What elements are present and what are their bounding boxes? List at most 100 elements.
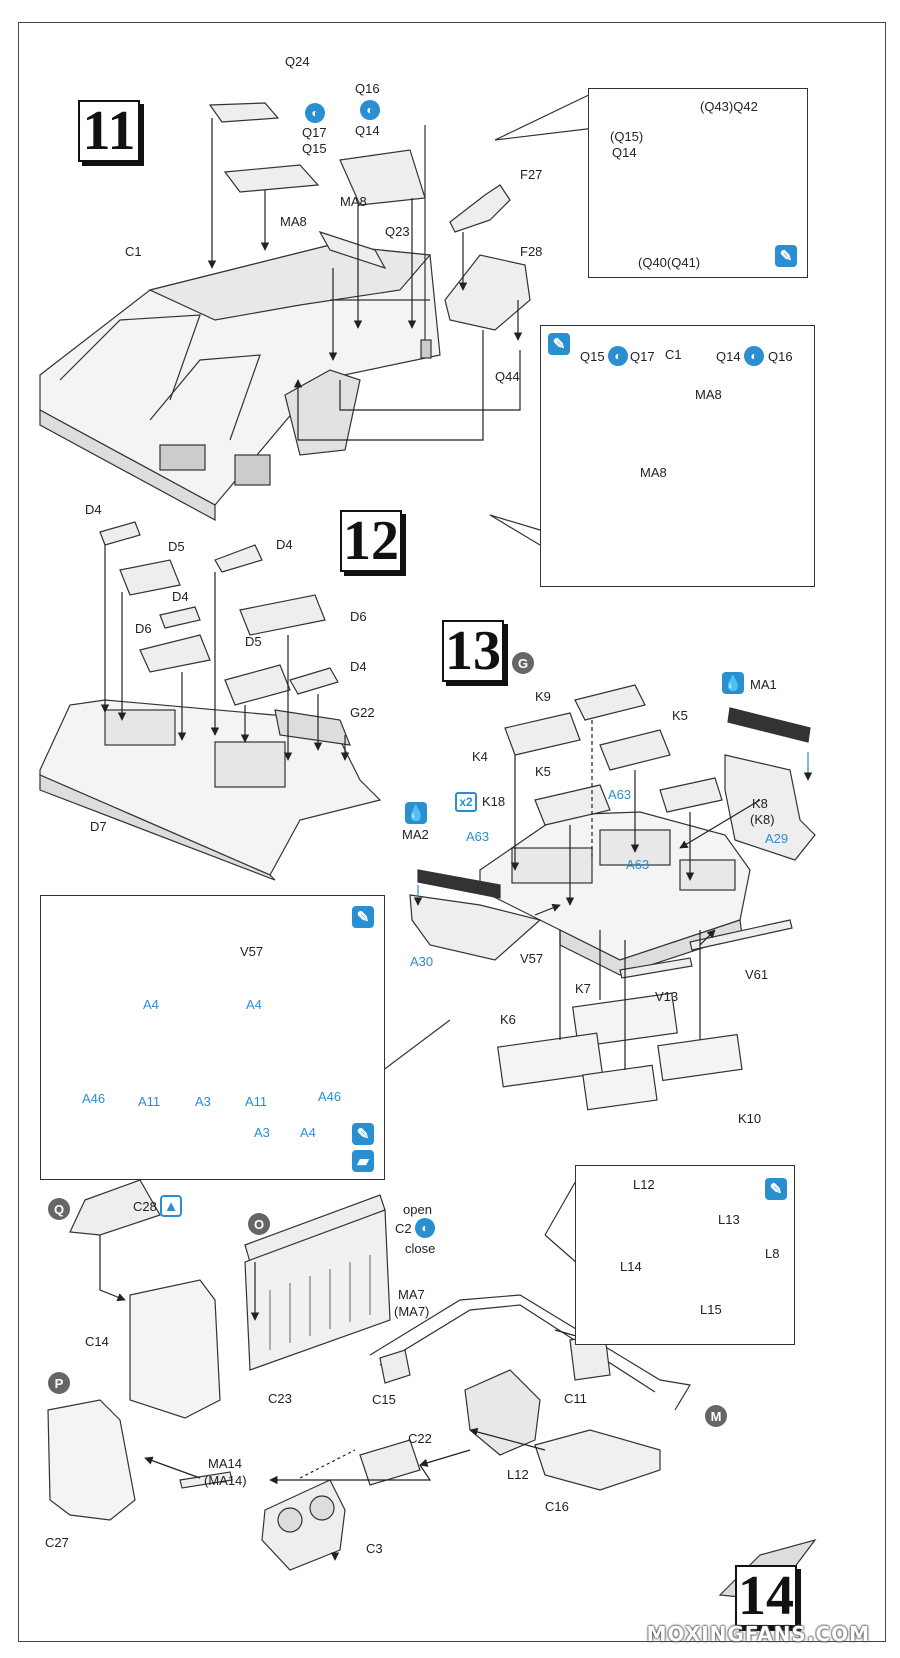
label-ma7: MA7 xyxy=(398,1287,425,1302)
label-ma14-paren: (MA14) xyxy=(204,1473,247,1488)
label-a3-b: A3 xyxy=(254,1125,270,1140)
label-a4-c: A4 xyxy=(300,1125,316,1140)
set-icon-q17: ◐ xyxy=(305,103,325,123)
set-icon-c2: ◐ xyxy=(415,1218,435,1238)
label-q14-inner: Q14 xyxy=(716,349,741,364)
step14-detail-box xyxy=(575,1165,795,1345)
label-l14: L14 xyxy=(620,1259,642,1274)
part-f27-drawing xyxy=(449,184,511,233)
step-number-14: 14 xyxy=(735,1565,797,1627)
label-ma2: MA2 xyxy=(402,827,429,842)
part-c14-drawing xyxy=(129,1279,221,1419)
label-q23: Q23 xyxy=(385,224,410,239)
label-q40q41: (Q40(Q41) xyxy=(638,255,701,270)
part-f28-drawing xyxy=(444,254,531,331)
label-q17: Q17 xyxy=(302,125,327,140)
label-a63-c: A63 xyxy=(626,857,650,872)
label-c1-inner: C1 xyxy=(665,347,682,362)
part-q24-drawing xyxy=(208,102,280,123)
part-d5a-drawing xyxy=(119,559,181,596)
label-q15: Q15 xyxy=(302,141,327,156)
label-ma8-right: MA8 xyxy=(340,194,367,209)
label-v57-detail: V57 xyxy=(240,944,264,959)
set-icon-q16: ◐ xyxy=(360,100,380,120)
wash-icon-ma1: 💧 xyxy=(722,672,744,694)
part-d6a-drawing xyxy=(139,634,211,673)
label-ma14: MA14 xyxy=(208,1456,242,1471)
part-ma1-drawing xyxy=(727,707,811,743)
label-a3-a: A3 xyxy=(195,1094,211,1109)
label-k9: K9 xyxy=(535,689,551,704)
label-a11-b: A11 xyxy=(245,1094,268,1109)
label-a63-a: A63 xyxy=(608,787,632,802)
step11-detail-top-box xyxy=(588,88,808,278)
paint-icon-detail-top: ✎ xyxy=(775,245,797,267)
part-d4b-drawing xyxy=(214,544,263,573)
label-q17-inner: Q17 xyxy=(630,349,655,364)
label-d7: D7 xyxy=(90,819,107,834)
quantity-x2-badge: x2 xyxy=(455,792,477,812)
label-q14-detail: Q14 xyxy=(612,145,637,160)
label-c1: C1 xyxy=(125,244,142,259)
label-q15-paren: (Q15) xyxy=(610,129,644,144)
label-k8: K8 xyxy=(752,796,768,811)
label-ma1: MA1 xyxy=(750,677,777,692)
part-d4a-drawing xyxy=(99,521,141,546)
hull-d7-drawing xyxy=(39,699,382,881)
part-k5a-drawing xyxy=(599,729,671,771)
set-icon-q17-inner: ◐ xyxy=(608,346,628,366)
label-k10: K10 xyxy=(738,1111,762,1126)
label-k8-paren: (K8) xyxy=(750,812,775,827)
wash-icon-ma2: 💧 xyxy=(405,802,427,824)
label-d6-a: D6 xyxy=(135,621,152,636)
label-k18: K18 xyxy=(482,794,506,809)
part-c27-drawing xyxy=(47,1399,136,1521)
option-m-badge: M xyxy=(705,1405,727,1427)
label-q24: Q24 xyxy=(285,54,310,69)
part-k10a-drawing xyxy=(657,1033,743,1082)
part-q15-drawing xyxy=(223,164,320,193)
part-k6-drawing xyxy=(497,1032,603,1088)
part-k9-drawing xyxy=(574,684,646,721)
label-c11: C11 xyxy=(564,1391,587,1406)
label-l13: L13 xyxy=(718,1212,740,1227)
part-q14-drawing xyxy=(339,149,426,206)
option-q-badge: Q xyxy=(48,1198,70,1220)
label-ma8-inner-center: MA8 xyxy=(640,465,667,480)
label-v57: V57 xyxy=(520,951,544,966)
label-c2: C2 xyxy=(395,1221,412,1236)
label-c15: C15 xyxy=(372,1392,396,1407)
up-arrow-icon-c28: ▲ xyxy=(160,1195,182,1217)
label-d4-d: D4 xyxy=(350,659,367,674)
step-number-11: 11 xyxy=(78,100,140,162)
part-c23-drawing xyxy=(244,1209,391,1371)
part-a29-drawing xyxy=(724,754,816,861)
part-ma2-drawing xyxy=(417,869,501,899)
part-k10b-drawing xyxy=(582,1064,658,1111)
hull-rear-deck-drawing xyxy=(479,811,751,976)
label-v61: V61 xyxy=(745,967,769,982)
hull-c1-drawing xyxy=(39,125,441,522)
part-k5b-drawing xyxy=(534,784,611,826)
label-q16-inner: Q16 xyxy=(768,349,793,364)
paint-icon-detail-14: ✎ xyxy=(765,1178,787,1200)
part-d4d-drawing xyxy=(289,667,339,695)
label-a46-a: A46 xyxy=(82,1091,106,1106)
step-number-12: 12 xyxy=(340,510,402,572)
label-c3: C3 xyxy=(366,1541,383,1556)
label-a46-b: A46 xyxy=(318,1089,342,1104)
part-ma14-drawing xyxy=(179,1471,233,1489)
label-c14: C14 xyxy=(85,1334,109,1349)
label-a63-b: A63 xyxy=(466,829,490,844)
label-l15: L15 xyxy=(700,1302,722,1317)
part-c28-drawing xyxy=(69,1179,161,1236)
part-k4-drawing xyxy=(504,712,581,756)
label-q43q42: (Q43)Q42 xyxy=(700,99,758,114)
label-d4-b: D4 xyxy=(276,537,293,552)
label-q16: Q16 xyxy=(355,81,380,96)
part-d5b-drawing xyxy=(224,664,291,706)
label-a29: A29 xyxy=(765,831,789,846)
label-f27: F27 xyxy=(520,167,543,182)
option-p-badge: P xyxy=(48,1372,70,1394)
